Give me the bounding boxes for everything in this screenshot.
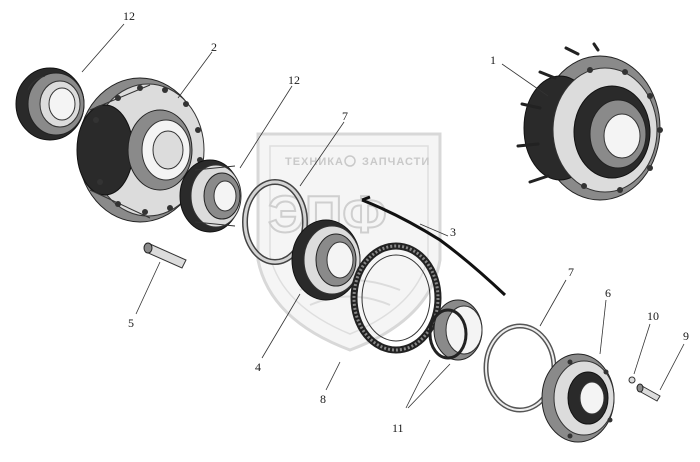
part-5-pin: [143, 242, 187, 269]
callout-7-lower: 7: [568, 265, 574, 279]
callout-3: 3: [450, 225, 456, 239]
callout-8: 8: [320, 392, 326, 406]
callout-12-top: 12: [123, 9, 135, 23]
part-8-gear-ring: [350, 242, 442, 354]
part-2-hub: [76, 77, 205, 223]
callout-5: 5: [128, 316, 134, 330]
watermark-gear-icon: [344, 155, 356, 167]
part-12-bearing-inner: [179, 159, 242, 233]
callout-4: 4: [255, 360, 261, 374]
part-7-gasket-upper: [242, 179, 308, 265]
part-10-washer: [628, 376, 636, 384]
watermark-text-left: ТЕХНИКА: [285, 156, 344, 168]
callout-10: 10: [647, 309, 659, 323]
callout-11: 11: [392, 421, 404, 435]
callout-1: 1: [490, 53, 496, 67]
part-6-cover: [541, 353, 615, 443]
callout-2: 2: [211, 40, 217, 54]
watermark-text-right: ЗАПЧАСТИ: [362, 156, 430, 168]
part-9-bolt: [636, 383, 661, 402]
part-1-hub-assembly: [516, 42, 663, 201]
part-11-rings: [428, 299, 483, 361]
callout-7-upper: 7: [342, 109, 348, 123]
part-3-spring-wire: [361, 195, 507, 297]
callout-12-middle: 12: [288, 73, 300, 87]
part-4-seal: [291, 219, 361, 301]
callout-labels: 12 2 12 1 7 3 5 4 7 6 10 9 8 11: [123, 9, 689, 435]
leader-lines: [81, 23, 685, 409]
callout-9: 9: [683, 329, 689, 343]
callout-6: 6: [605, 286, 611, 300]
part-12-bearing-outer: [15, 67, 85, 141]
